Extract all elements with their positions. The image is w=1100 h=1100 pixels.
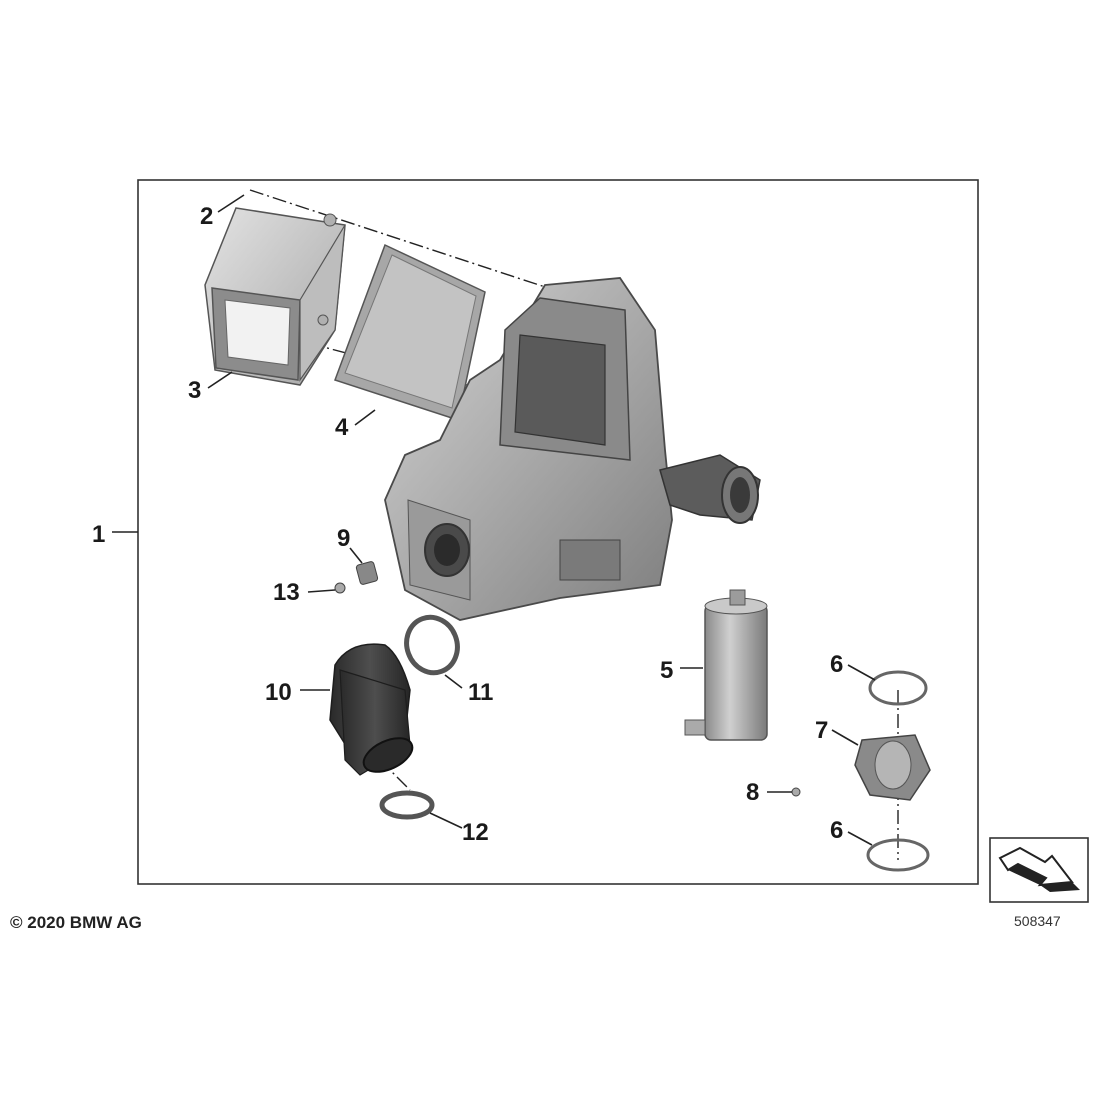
callout-5: 5 [660,657,673,684]
callout-8: 8 [746,779,759,806]
callout-6-top: 6 [830,651,843,678]
callout-1: 1 [92,521,105,548]
orientation-arrow-icon [989,837,1089,903]
callout-13: 13 [273,579,300,606]
copyright-text: © 2020 BMW AG [10,913,142,932]
leader-lines [112,194,876,846]
callout-6-bottom: 6 [830,817,843,844]
airbox-housing-part [384,277,761,621]
clamp-ring-11 [404,614,460,676]
screw-part-13 [334,582,346,594]
intake-hose-part [329,643,414,776]
callout-3: 3 [188,377,201,404]
filter-element-part [334,243,486,421]
callout-12: 12 [462,819,489,846]
sensor-part [355,561,379,585]
callout-11: 11 [468,679,493,706]
holder-bracket-part [791,670,931,872]
canister-part [684,589,768,741]
callout-7: 7 [815,717,828,744]
intake-funnel-part [204,207,346,386]
callout-2: 2 [200,203,213,230]
callout-9: 9 [337,525,350,552]
callout-10: 10 [265,679,292,706]
diagram-number: 508347 [1014,913,1061,929]
clamp-ring-12 [379,790,435,820]
callout-4: 4 [335,414,349,441]
